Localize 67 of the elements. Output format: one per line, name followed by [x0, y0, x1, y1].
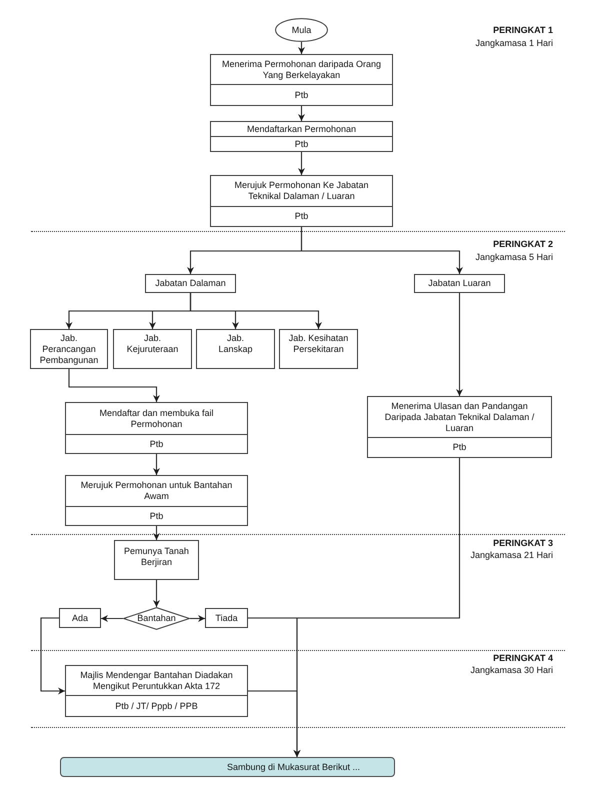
outcome-box	[59, 608, 101, 628]
continuation-text: Sambung di Mukasurat Berikut ...	[227, 762, 360, 772]
stage-duration: Jangkamasa 1 Hari	[475, 38, 553, 49]
flow-arrow	[153, 454, 160, 475]
flow-arrow	[298, 42, 305, 54]
process-box	[65, 402, 248, 454]
outcome-text: Ada	[72, 612, 88, 624]
step-text: Mendaftarkan Permohonan	[246, 124, 356, 134]
stage-heading: PERINGKAT 3	[493, 538, 553, 549]
flow-arrow	[190, 293, 322, 329]
step-text: Jab. Lanskap	[217, 333, 254, 355]
process-box	[30, 329, 108, 369]
flow-arrow	[456, 293, 463, 396]
flow-arrow	[153, 526, 160, 540]
stage-duration: Jangkamasa 5 Hari	[475, 252, 553, 263]
terminal-text: Mula	[292, 24, 312, 36]
process-box	[113, 329, 192, 369]
officer-text: Ptb	[294, 90, 308, 100]
step-text: Jabatan Dalaman	[155, 278, 226, 289]
officer-text: Ptb / JT/ Pppb / PPB	[115, 700, 198, 712]
decision-diamond	[123, 607, 190, 630]
process-box	[414, 274, 505, 293]
process-box	[196, 329, 275, 369]
flow-arrow	[153, 580, 160, 607]
step-text: Jabatan Luaran	[428, 278, 491, 289]
stage-duration: Jangkamasa 30 Hari	[470, 665, 553, 676]
flow-arrow	[190, 615, 205, 622]
flow-arrow	[294, 458, 460, 757]
step-text: Mendaftar dan membuka fail Permohonan	[98, 408, 215, 430]
process-box	[65, 475, 248, 526]
stage-duration: Jangkamasa 21 Hari	[470, 550, 553, 561]
step-text: Merujuk Permohonan untuk Bantahan Awam	[80, 480, 234, 502]
stage-heading: PERINGKAT 1	[493, 25, 553, 36]
step-text: Majlis Mendengar Bantahan Diadakan Mengikut Peruntukkan Akta 172	[79, 670, 234, 692]
step-text: Jab. Kejuruteraan	[126, 333, 180, 355]
flow-arrow	[298, 106, 305, 121]
decision-text: Bantahan	[137, 613, 176, 624]
step-text: Menerima Permohonan daripada Orang Yang Berkelayakan	[221, 58, 382, 80]
outcome-text: Tiada	[215, 612, 238, 624]
stage-heading: PERINGKAT 2	[493, 239, 553, 250]
process-box	[145, 274, 236, 293]
step-text: Pemunya Tanah Berjiran	[123, 546, 190, 568]
process-box	[114, 540, 199, 580]
stage-heading: PERINGKAT 4	[493, 653, 553, 664]
flow-arrow	[300, 227, 463, 274]
process-box	[210, 175, 393, 227]
officer-text: Ptb	[294, 211, 308, 222]
flow-arrow	[298, 152, 305, 175]
officer-text: Ptb	[150, 438, 164, 450]
step-text: Menerima Ulasan dan Pandangan Daripada Jabatan Teknikal Dalaman / Luaran	[384, 400, 536, 434]
process-box	[65, 665, 248, 717]
flow-arrow	[40, 617, 65, 694]
flow-arrow	[101, 615, 123, 622]
step-text: Jab. Perancangan Pembangunan	[38, 333, 100, 366]
officer-text: Ptb	[150, 510, 164, 522]
step-text: Jab. Kesihatan Persekitaran	[288, 333, 350, 355]
continuation-box	[60, 757, 395, 777]
step-text: Merujuk Permohonan Ke Jabatan Teknikal Dalaman / Luaran	[233, 180, 370, 202]
officer-text: Ptb	[452, 442, 466, 453]
outcome-box	[205, 608, 248, 628]
start-terminal	[275, 18, 328, 42]
officer-text: Ptb	[294, 138, 308, 150]
process-box	[210, 121, 393, 152]
process-box	[279, 329, 358, 369]
process-box	[367, 396, 552, 458]
flow-arrow	[68, 369, 160, 402]
process-box	[210, 54, 393, 106]
